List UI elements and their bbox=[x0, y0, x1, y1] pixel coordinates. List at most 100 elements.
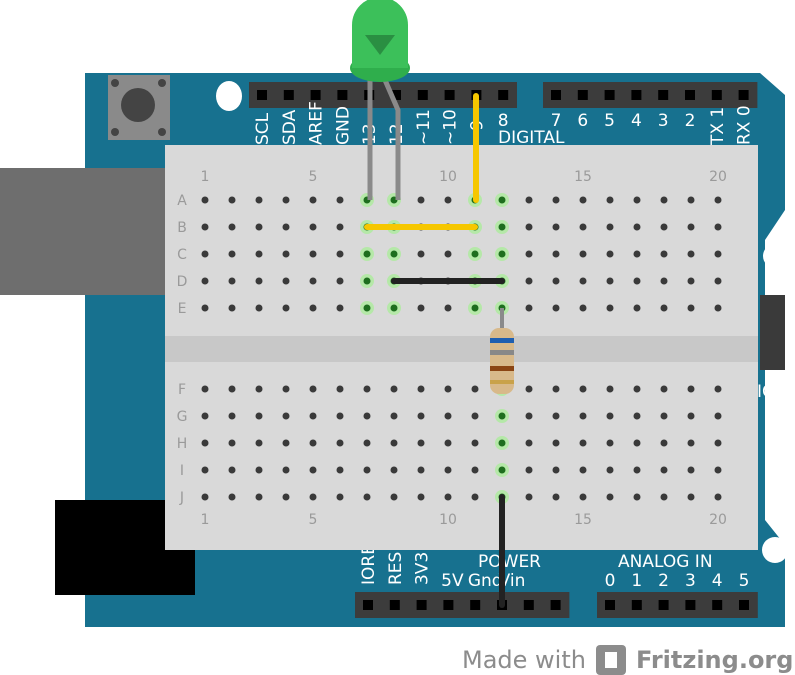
breadboard-hole[interactable] bbox=[336, 466, 344, 474]
header-pin[interactable] bbox=[310, 90, 321, 100]
header-pin[interactable] bbox=[631, 600, 642, 610]
breadboard-hole[interactable] bbox=[606, 250, 614, 258]
breadboard-hole[interactable] bbox=[309, 277, 317, 285]
breadboard-hole[interactable] bbox=[201, 250, 209, 258]
breadboard-hole[interactable] bbox=[363, 277, 371, 285]
breadboard-hole[interactable] bbox=[579, 223, 587, 231]
breadboard-hole[interactable] bbox=[228, 304, 236, 312]
breadboard-hole[interactable] bbox=[417, 493, 425, 501]
breadboard-hole[interactable] bbox=[255, 385, 263, 393]
breadboard-hole[interactable] bbox=[498, 196, 506, 204]
breadboard-hole[interactable] bbox=[255, 277, 263, 285]
breadboard-hole[interactable] bbox=[336, 439, 344, 447]
breadboard-hole[interactable] bbox=[714, 466, 722, 474]
breadboard-hole[interactable] bbox=[282, 493, 290, 501]
resistor[interactable] bbox=[490, 308, 514, 394]
breadboard-hole[interactable] bbox=[336, 412, 344, 420]
breadboard-hole[interactable] bbox=[255, 196, 263, 204]
breadboard-hole[interactable] bbox=[255, 304, 263, 312]
header-pin[interactable] bbox=[738, 90, 749, 100]
header-pin[interactable] bbox=[658, 90, 669, 100]
breadboard-hole[interactable] bbox=[336, 223, 344, 231]
breadboard-hole[interactable] bbox=[525, 304, 533, 312]
breadboard-hole[interactable] bbox=[525, 466, 533, 474]
breadboard-hole[interactable] bbox=[255, 412, 263, 420]
breadboard-hole[interactable] bbox=[633, 304, 641, 312]
breadboard-hole[interactable] bbox=[336, 385, 344, 393]
breadboard-hole[interactable] bbox=[201, 304, 209, 312]
breadboard-hole[interactable] bbox=[390, 250, 398, 258]
breadboard-hole[interactable] bbox=[309, 466, 317, 474]
breadboard-hole[interactable] bbox=[714, 439, 722, 447]
breadboard-hole[interactable] bbox=[687, 493, 695, 501]
breadboard-hole[interactable] bbox=[417, 439, 425, 447]
breadboard-hole[interactable] bbox=[282, 385, 290, 393]
reset-button[interactable] bbox=[108, 75, 170, 140]
breadboard-hole[interactable] bbox=[606, 439, 614, 447]
breadboard-hole[interactable] bbox=[714, 304, 722, 312]
breadboard-hole[interactable] bbox=[336, 277, 344, 285]
breadboard-hole[interactable] bbox=[228, 466, 236, 474]
breadboard-hole[interactable] bbox=[579, 493, 587, 501]
breadboard-hole[interactable] bbox=[255, 493, 263, 501]
breadboard-hole[interactable] bbox=[336, 196, 344, 204]
breadboard-hole[interactable] bbox=[525, 385, 533, 393]
breadboard-hole[interactable] bbox=[471, 385, 479, 393]
breadboard-hole[interactable] bbox=[201, 493, 209, 501]
breadboard-hole[interactable] bbox=[660, 466, 668, 474]
header-pin[interactable] bbox=[257, 90, 267, 100]
breadboard-hole[interactable] bbox=[660, 223, 668, 231]
breadboard-hole[interactable] bbox=[525, 250, 533, 258]
header-pin[interactable] bbox=[417, 90, 428, 100]
breadboard-hole[interactable] bbox=[417, 385, 425, 393]
header-pin[interactable] bbox=[685, 600, 696, 610]
breadboard-hole[interactable] bbox=[606, 466, 614, 474]
breadboard-hole[interactable] bbox=[390, 412, 398, 420]
breadboard-hole[interactable] bbox=[282, 439, 290, 447]
header-pin[interactable] bbox=[523, 600, 534, 610]
breadboard-hole[interactable] bbox=[579, 439, 587, 447]
breadboard-hole[interactable] bbox=[660, 304, 668, 312]
breadboard-hole[interactable] bbox=[660, 439, 668, 447]
breadboard-hole[interactable] bbox=[363, 385, 371, 393]
breadboard-hole[interactable] bbox=[417, 304, 425, 312]
header-pin[interactable] bbox=[391, 90, 401, 100]
breadboard-hole[interactable] bbox=[687, 196, 695, 204]
breadboard-hole[interactable] bbox=[525, 277, 533, 285]
breadboard-hole[interactable] bbox=[606, 223, 614, 231]
header-pin[interactable] bbox=[498, 90, 509, 100]
breadboard-hole[interactable] bbox=[471, 412, 479, 420]
breadboard-hole[interactable] bbox=[282, 223, 290, 231]
breadboard-hole[interactable] bbox=[552, 493, 560, 501]
breadboard-hole[interactable] bbox=[444, 196, 452, 204]
breadboard-hole[interactable] bbox=[633, 493, 641, 501]
breadboard-hole[interactable] bbox=[309, 412, 317, 420]
breadboard-hole[interactable] bbox=[363, 466, 371, 474]
breadboard-hole[interactable] bbox=[552, 196, 560, 204]
breadboard-hole[interactable] bbox=[498, 439, 506, 447]
breadboard-hole[interactable] bbox=[309, 439, 317, 447]
breadboard-hole[interactable] bbox=[282, 412, 290, 420]
breadboard-hole[interactable] bbox=[336, 304, 344, 312]
header-pin[interactable] bbox=[389, 600, 400, 610]
breadboard-hole[interactable] bbox=[606, 196, 614, 204]
breadboard-hole[interactable] bbox=[552, 439, 560, 447]
breadboard-hole[interactable] bbox=[579, 466, 587, 474]
breadboard-hole[interactable] bbox=[525, 196, 533, 204]
breadboard-hole[interactable] bbox=[660, 250, 668, 258]
breadboard-hole[interactable] bbox=[633, 250, 641, 258]
breadboard-hole[interactable] bbox=[687, 412, 695, 420]
breadboard-hole[interactable] bbox=[417, 466, 425, 474]
breadboard-hole[interactable] bbox=[660, 277, 668, 285]
breadboard-hole[interactable] bbox=[714, 223, 722, 231]
breadboard-hole[interactable] bbox=[201, 439, 209, 447]
breadboard-hole[interactable] bbox=[228, 412, 236, 420]
header-pin[interactable] bbox=[443, 600, 454, 610]
breadboard-hole[interactable] bbox=[525, 493, 533, 501]
breadboard-hole[interactable] bbox=[633, 223, 641, 231]
breadboard-hole[interactable] bbox=[390, 466, 398, 474]
breadboard-hole[interactable] bbox=[687, 466, 695, 474]
breadboard-hole[interactable] bbox=[309, 196, 317, 204]
header-pin[interactable] bbox=[550, 600, 561, 610]
breadboard-hole[interactable] bbox=[255, 250, 263, 258]
